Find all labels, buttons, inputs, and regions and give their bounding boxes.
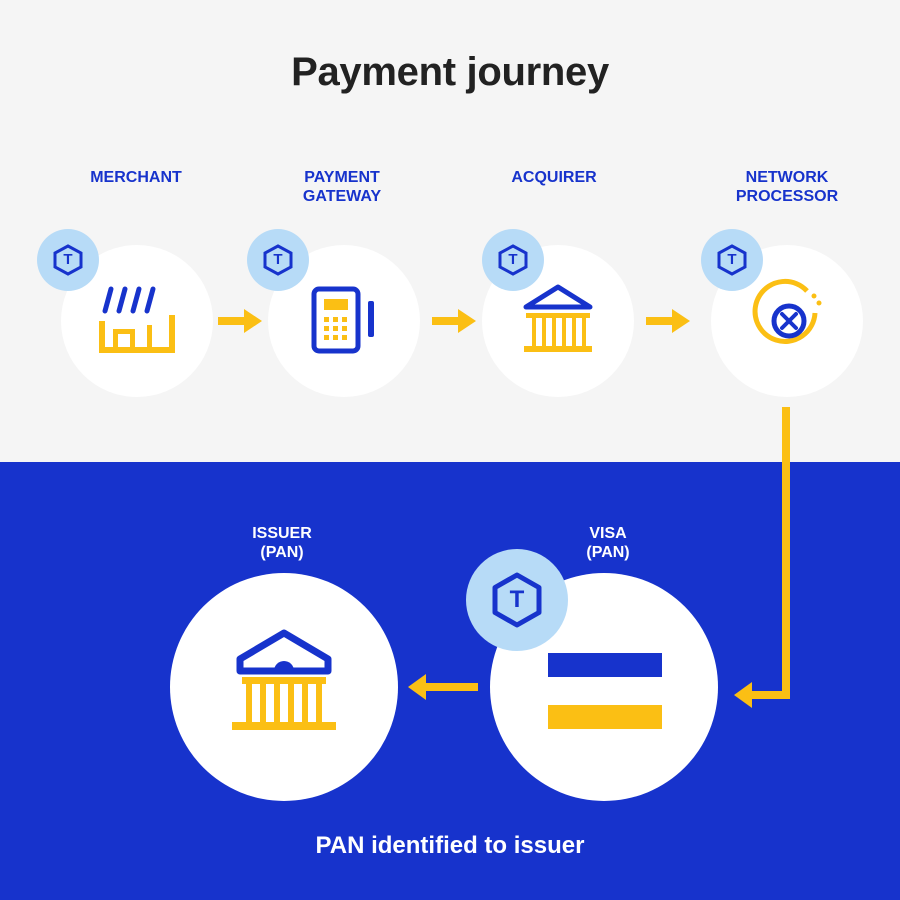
arrow-visa-to-issuer [408, 674, 478, 700]
merchant-label: MERCHANT [90, 169, 182, 186]
arrow-merchant-to-gateway [218, 309, 262, 333]
token-badge: T [482, 229, 544, 291]
issuer-node [170, 573, 398, 801]
token-hexagon-icon [717, 244, 747, 276]
token-hexagon-icon [498, 244, 528, 276]
token-letter: T [273, 251, 283, 268]
token-hexagon-icon [263, 244, 293, 276]
acquirer-label: ACQUIRER [511, 169, 597, 186]
network-processor-label: NETWORK PROCESSOR [735, 169, 839, 205]
page-title: Payment journey [291, 50, 609, 94]
payment-gateway-label: PAYMENT GATEWAY [302, 169, 382, 205]
token-hexagon-icon [53, 244, 83, 276]
visa-label: VISA (PAN) [586, 525, 630, 561]
issuer-label: ISSUER (PAN) [252, 525, 312, 561]
network-globe-icon [752, 279, 822, 344]
token-badge: T [37, 229, 99, 291]
storefront-icon [99, 286, 175, 353]
bank-icon [523, 284, 593, 352]
token-letter: T [509, 586, 525, 613]
token-badge: T [466, 549, 568, 651]
token-letter: T [727, 251, 737, 268]
token-letter: T [508, 251, 518, 268]
arrow-acquirer-to-network [646, 309, 690, 333]
token-letter: T [63, 251, 73, 268]
token-hexagon-icon [492, 572, 542, 628]
issuer-bank-icon [232, 629, 336, 730]
pos-terminal-icon [311, 286, 374, 354]
token-badge: T [701, 229, 763, 291]
arrow-gateway-to-acquirer [432, 309, 476, 333]
footer-caption: PAN identified to issuer [315, 832, 585, 859]
arrow-network-to-visa [734, 407, 790, 708]
token-badge: T [247, 229, 309, 291]
bottom-panel [0, 462, 900, 900]
visa-card-icon [548, 653, 662, 729]
